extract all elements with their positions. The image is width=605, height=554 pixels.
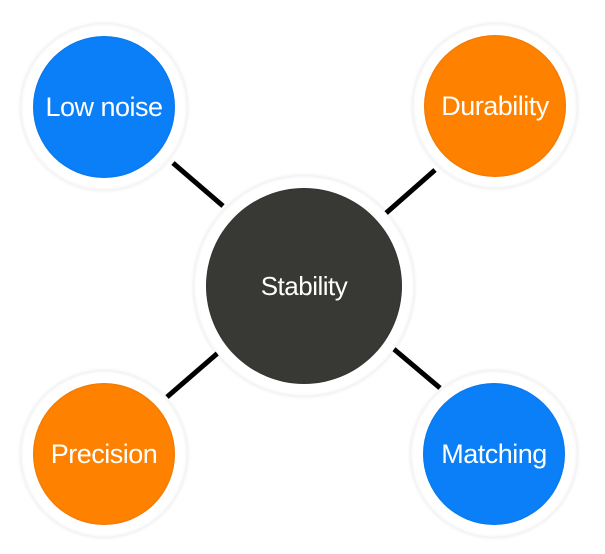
connector-top-right xyxy=(383,168,437,216)
center-node: Stability xyxy=(206,188,402,384)
bottom-left-node: Precision xyxy=(33,383,175,525)
connector-bottom-left xyxy=(165,350,221,399)
top-right-node-label: Durability xyxy=(441,90,549,121)
bottom-right-node-label: Matching xyxy=(441,438,547,469)
center-node-label: Stability xyxy=(260,270,348,301)
connector-bottom-right xyxy=(387,343,442,390)
top-right-node: Durability xyxy=(424,35,566,177)
top-left-node: Low noise xyxy=(33,36,175,178)
connector-top-left xyxy=(171,161,225,208)
bottom-left-node-label: Precision xyxy=(50,438,158,469)
bottom-right-node: Matching xyxy=(423,383,565,525)
top-left-node-label: Low noise xyxy=(45,91,163,122)
